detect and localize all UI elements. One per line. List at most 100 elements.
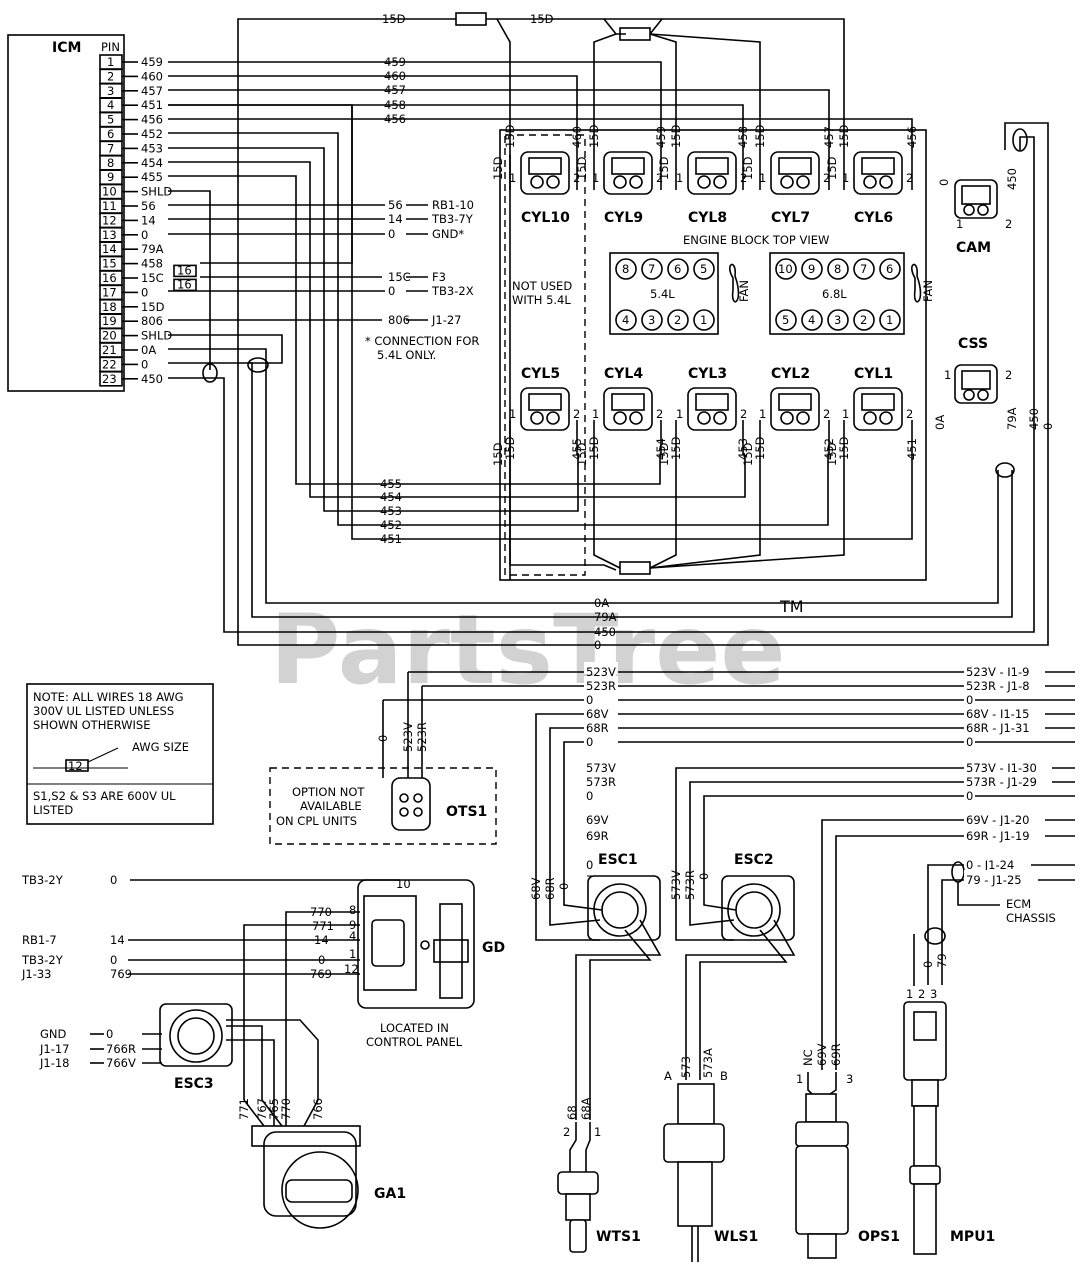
j1-mid-wire: 523V <box>586 665 616 679</box>
icm-pin-number: 3 <box>107 84 114 98</box>
cylinder-position <box>775 258 797 280</box>
gd-ref-mask <box>8 871 128 884</box>
coil-name: CYL9 <box>604 210 643 226</box>
esc2-name: ESC2 <box>734 852 774 868</box>
ops1-wire-nc: NC <box>801 1049 815 1066</box>
gd-ref-mask <box>8 931 128 944</box>
watermark-tm: TM <box>779 597 804 616</box>
coil-terminal <box>780 175 794 189</box>
coil-pin-1: 1 <box>592 407 599 421</box>
icm-wire-label: 457 <box>141 84 163 98</box>
cylinder-position <box>667 258 689 280</box>
coil-terminal <box>863 411 877 425</box>
coil-wire: 455 <box>570 438 584 460</box>
fan-label-5-4l: FAN <box>737 280 751 302</box>
esc3-ref-wire: 766V <box>106 1056 136 1070</box>
cylinder-position <box>879 258 901 280</box>
j1-dest: 573R - J1-29 <box>966 775 1037 789</box>
gd-wire-769: 769 <box>310 967 332 981</box>
cylinder-number: 5 <box>700 262 707 276</box>
coil-fuse-wire: 15D <box>837 436 851 460</box>
gd-ref-src: RB1-7 <box>22 933 57 947</box>
top-15d-bus: 15D 15D <box>237 12 845 580</box>
cam-sensor: CAM 0 450 1 2 <box>937 168 1019 256</box>
cylinder-position <box>827 258 849 280</box>
j1-mid-mask <box>584 676 618 688</box>
ots-wire-523r: 523R <box>415 722 429 752</box>
coil-pin-1: 1 <box>592 171 599 185</box>
note-l5: LISTED <box>33 803 73 817</box>
coil-terminal <box>613 175 627 189</box>
css-wire-0: 0 <box>1041 423 1055 430</box>
lower-bus-label: 79A <box>594 610 617 624</box>
gd-wire-0: 0 <box>318 953 325 967</box>
j1-dest: 79 - J1-25 <box>966 873 1022 887</box>
j1-mid-wire: 573V <box>586 761 616 775</box>
cylinder-number: 2 <box>674 313 681 327</box>
mpu1-name: MPU1 <box>950 1229 995 1245</box>
ops1-pin-1: 1 <box>796 1072 803 1086</box>
cam-name: CAM <box>956 240 991 256</box>
coil-wire: 451 <box>905 438 919 460</box>
j1-dest-mask <box>964 855 1031 867</box>
coil-fuse-wire: 15D <box>669 124 683 148</box>
coil-pin-1: 1 <box>759 407 766 421</box>
mpu1-pin-3: 3 <box>930 987 937 1001</box>
ga1-wire-label: 766 <box>311 1098 325 1120</box>
coil-pin-2: 2 <box>906 407 913 421</box>
esc3-ref-wire: 0 <box>106 1027 113 1041</box>
j1-dest: 0 - J1-24 <box>966 858 1014 872</box>
coil-pin-2: 2 <box>740 171 747 185</box>
coil-wire: 454 <box>654 438 668 460</box>
j1-mid-wire: 69V <box>586 813 609 827</box>
ots-name: OTS1 <box>446 804 487 820</box>
cylinder-position <box>641 258 663 280</box>
cylinder-position <box>615 258 637 280</box>
coil-fuse-wire: 15D <box>837 124 851 148</box>
icm-wire-label: 460 <box>141 69 163 83</box>
esc2-wire-0: 0 <box>697 873 711 880</box>
cylinder-number: 5 <box>782 313 789 327</box>
icm-pin-number: 15 <box>102 257 117 271</box>
cylinder-number: 2 <box>860 313 867 327</box>
icm-wire-label: 450 <box>141 372 163 386</box>
coil-fuse-outer: 15D <box>491 156 505 180</box>
coil-body <box>687 151 737 195</box>
cylinder-number: 1 <box>700 313 707 327</box>
css-wire-0a: 0A <box>933 415 947 430</box>
icm-pin-number: 14 <box>102 242 117 256</box>
watermark: PartsTree <box>270 594 785 706</box>
gd-pin-10: 10 <box>396 877 411 891</box>
coil-terminal <box>613 411 627 425</box>
icm-wire-label: SHLD <box>141 329 172 343</box>
return-454: 454 <box>380 490 402 504</box>
cylinder-number: 7 <box>860 262 867 276</box>
ga1-wire-lead <box>243 1099 265 1127</box>
gd-ref-wire: 0 <box>110 953 117 967</box>
return-452: 452 <box>380 518 402 532</box>
gd-ref-wire: 14 <box>110 933 125 947</box>
j1-mid-mask <box>584 704 618 716</box>
coil-terminal <box>546 411 560 425</box>
css-pin2: 2 <box>1005 368 1012 382</box>
ops1-sensor: 1 3 NC 69V 69R OPS1 <box>795 1043 900 1259</box>
icm-wire-label: 15D <box>141 300 165 314</box>
mid-label-456: 456 <box>384 112 406 126</box>
right-ref-wire: 56 <box>388 198 403 212</box>
mid-label-459: 459 <box>384 55 406 69</box>
note-l4: S1,S2 & S3 ARE 600V UL <box>33 789 176 803</box>
cam-pin1: 1 <box>956 217 963 231</box>
icm-pin-number: 11 <box>102 199 117 213</box>
ots-opt-l2: AVAILABLE <box>300 799 362 813</box>
icm-pin-number: 2 <box>107 69 114 83</box>
gd-ref-src: TB3-2Y <box>21 873 64 887</box>
coil-terminal <box>796 175 810 189</box>
cam-wire-450: 450 <box>1005 168 1019 190</box>
